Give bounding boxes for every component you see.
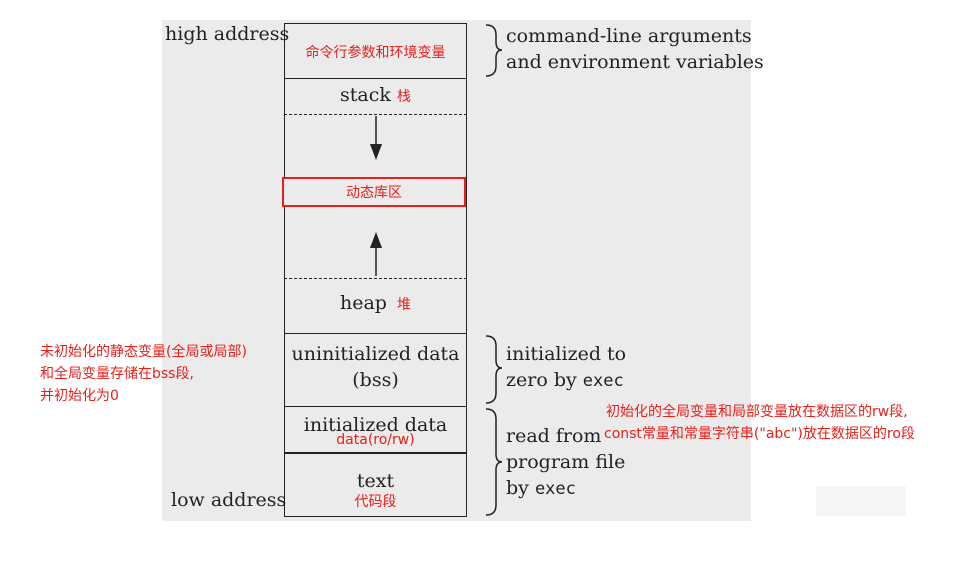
program-file-note-line3-text: by [506, 477, 535, 499]
data-annotation: 初始化的全局变量和局部变量放在数据区的rw段, const常量和常量字符串("a… [604, 401, 915, 445]
bss-annotation-line2: 和全局变量存储在bss段, [40, 366, 194, 382]
faint-background-box [816, 486, 906, 516]
args-brace-icon [485, 24, 503, 77]
bss-annotation: 未初始化的静态变量(全局或局部) 和全局变量存储在bss段, 并初始化为0 [40, 341, 247, 407]
heap-label-en: heap [339, 292, 387, 314]
heap-up-arrow-icon [370, 232, 382, 276]
segment-divider-top [284, 23, 467, 24]
args-note-line2: and environment variables [506, 51, 764, 73]
data-segment-label-cn: data(ro/rw) [336, 432, 415, 448]
bss-segment-label-line2: (bss) [352, 369, 399, 391]
bss-note-exec-code: exec [582, 371, 624, 391]
diagram-panel [162, 20, 751, 521]
dynamic-library-region: 动态库区 [282, 177, 466, 207]
bss-note-line2: zero by exec [506, 367, 626, 394]
stack-segment-label: stack 栈 [284, 84, 467, 106]
dynamic-library-label: 动态库区 [346, 185, 402, 201]
bss-note-line1: initialized to [506, 343, 627, 365]
text-segment-label: text [356, 470, 395, 492]
program-file-note: read from program file by exec [506, 423, 625, 502]
heap-segment-label: heap 堆 [284, 292, 467, 314]
segment-divider-bss-data [284, 406, 467, 407]
program-file-note-line2: program file [506, 451, 626, 473]
segment-divider-bottom [284, 516, 467, 517]
args-segment-label: 命令行参数和环境变量 [305, 45, 446, 61]
stack-label-en: stack [340, 84, 391, 106]
text-segment-label-cn: 代码段 [354, 494, 397, 510]
args-note: command-line arguments and environment v… [506, 23, 764, 75]
stack-down-arrow-icon [370, 116, 382, 160]
data-annotation-line2: const常量和常量字符串("abc")放在数据区的ro段 [604, 426, 915, 442]
high-address-label: high address [165, 23, 290, 45]
data-segment-label: initialized data [303, 414, 448, 436]
args-note-line1: command-line arguments [506, 25, 752, 47]
heap-label-cn: 堆 [397, 297, 412, 313]
stack-label-cn: 栈 [396, 89, 411, 105]
data-annotation-line1: 初始化的全局变量和局部变量放在数据区的rw段, [606, 404, 908, 420]
program-file-brace-icon [485, 408, 503, 516]
segment-column [284, 23, 467, 517]
bss-annotation-line1: 未初始化的静态变量(全局或局部) [40, 344, 247, 360]
program-file-note-line3: by exec [506, 475, 625, 502]
bss-note-line2-text: zero by [506, 369, 583, 391]
low-address-label: low address [171, 489, 287, 511]
segment-divider-heap-bss [284, 333, 467, 334]
bss-annotation-line3: 并初始化为0 [40, 388, 119, 404]
heap-dashed-boundary [284, 278, 467, 279]
bss-brace-icon [485, 335, 503, 404]
segment-divider-args-stack [284, 78, 467, 79]
bss-note: initialized to zero by exec [506, 341, 626, 394]
program-file-note-line1: read from [506, 425, 602, 447]
program-file-note-exec-code: exec [534, 479, 576, 499]
bss-segment-label-line1: uninitialized data [291, 343, 460, 365]
segment-divider-data-text [284, 452, 467, 454]
stack-dashed-boundary [284, 114, 467, 115]
